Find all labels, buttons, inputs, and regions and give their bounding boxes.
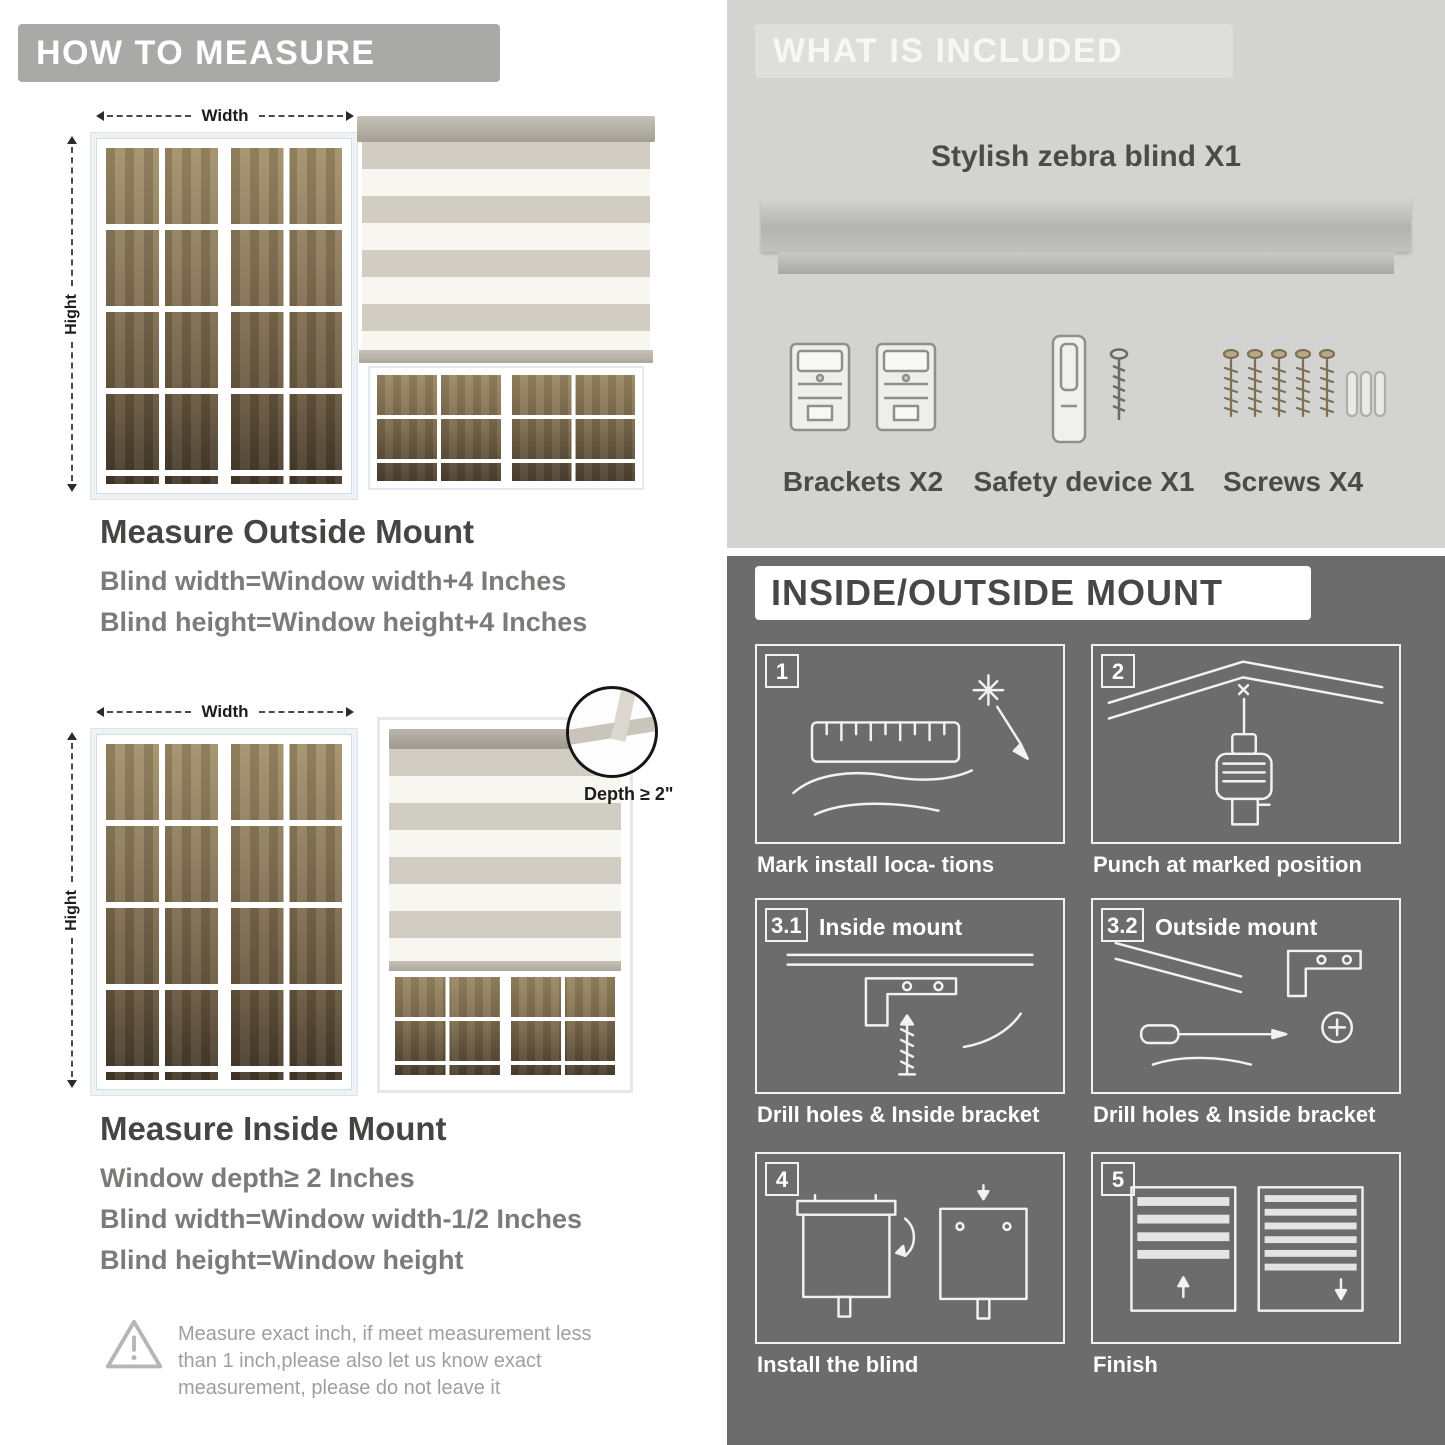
measure-warning-text: Measure exact inch, if meet measurement … xyxy=(178,1323,592,1399)
window-sash xyxy=(509,373,637,483)
arrow-down-icon xyxy=(67,484,77,492)
drill-icon xyxy=(1107,660,1384,826)
step-caption: Drill holes & Inside bracket xyxy=(757,1102,1040,1127)
product-label: Stylish zebra blind X1 xyxy=(930,140,1242,173)
arrow-left-icon xyxy=(96,111,104,121)
inside-mount-formula-width: Blind width=Window width-1/2 Inches xyxy=(100,1204,583,1234)
height-label: Hight xyxy=(63,293,80,335)
height-label: Hight xyxy=(63,889,80,931)
step-caption: Drill holes & Inside bracket xyxy=(1093,1102,1376,1127)
window-sash xyxy=(375,373,503,483)
height-measure-arrow: Hight xyxy=(62,136,82,492)
step-panel-3-2: 3.2 Outside mount xyxy=(1091,898,1401,1094)
what-is-included-header: WHAT IS INCLUDED xyxy=(755,24,1233,78)
screws-icon xyxy=(1219,338,1387,450)
inside-mount-depth-rule: Window depth≥ 2 Inches xyxy=(100,1163,415,1193)
brackets-label: Brackets X2 xyxy=(782,466,944,497)
blind-bottom-rail xyxy=(359,350,653,363)
step-panel-2: 2 xyxy=(1091,644,1401,844)
step-title: Outside mount xyxy=(1155,914,1318,940)
step-panel-5: 5 xyxy=(1091,1152,1401,1344)
width-measure-arrow: Width xyxy=(96,702,354,722)
window-sash xyxy=(104,146,220,486)
window-behind-blind xyxy=(368,366,644,490)
what-is-included-section: WHAT IS INCLUDED Stylish zebra blind X1 xyxy=(727,0,1445,548)
arrow-right-icon xyxy=(346,707,354,717)
step-title: Inside mount xyxy=(819,914,963,940)
window-sash xyxy=(228,146,344,486)
mark-location-icon xyxy=(792,674,1029,816)
window-sash xyxy=(228,742,344,1082)
arrow-up-icon xyxy=(67,732,77,740)
install-blind-icon xyxy=(796,1184,1028,1320)
step-caption: Punch at marked position xyxy=(1093,852,1362,877)
blind-fabric-stripes xyxy=(389,749,621,961)
window-sash xyxy=(393,975,502,1077)
step-panel-3-1: 3.1 Inside mount xyxy=(755,898,1065,1094)
inside-bracket-icon xyxy=(786,953,1034,1076)
arrow-up-icon xyxy=(67,136,77,144)
safety-device-label: Safety device X1 xyxy=(973,466,1195,497)
window-diagram-inside: Width Hight xyxy=(60,698,360,1096)
width-measure-arrow: Width xyxy=(96,106,354,126)
inside-outside-mount-section: INSIDE/OUTSIDE MOUNT 1 Mark install loca… xyxy=(727,556,1445,1445)
how-to-measure-header: HOW TO MEASURE xyxy=(18,24,500,82)
step-number: 2 xyxy=(1101,654,1135,688)
inside-mount-formula-height: Blind height=Window height xyxy=(100,1245,464,1275)
window-sash xyxy=(104,742,220,1082)
depth-detail-callout xyxy=(566,686,658,778)
outside-mount-formula-width: Blind width=Window width+4 Inches xyxy=(100,566,567,596)
finished-blind-icon xyxy=(1130,1186,1364,1312)
step-number: 5 xyxy=(1101,1162,1135,1196)
step-caption: Finish xyxy=(1093,1352,1158,1377)
safety-device-icon xyxy=(1027,330,1155,452)
step-caption: Mark install loca- tions xyxy=(757,852,995,877)
blind-cassette xyxy=(389,729,621,749)
blind-bottom-rail xyxy=(389,961,621,971)
outside-mount-title: Measure Outside Mount xyxy=(100,513,475,550)
arrow-left-icon xyxy=(96,707,104,717)
depth-label: Depth ≥ 2" xyxy=(584,784,674,804)
brackets-icon xyxy=(785,336,941,452)
arrow-right-icon xyxy=(346,111,354,121)
zebra-blind-diagram-inside xyxy=(377,717,633,1093)
mount-section-header: INSIDE/OUTSIDE MOUNT xyxy=(755,566,1311,620)
step-panel-1: 1 xyxy=(755,644,1065,844)
step-number: 3.1 xyxy=(765,908,808,942)
step-number: 1 xyxy=(765,654,799,688)
step-caption: Install the blind xyxy=(757,1352,919,1377)
outside-mount-formula-height: Blind height=Window height+4 Inches xyxy=(100,607,588,637)
window-graphic xyxy=(90,132,358,500)
blind-cassette xyxy=(357,116,655,142)
arrow-down-icon xyxy=(67,1080,77,1088)
height-measure-arrow: Hight xyxy=(62,732,82,1088)
how-to-measure-section: HOW TO MEASURE Width Hight Measure O xyxy=(0,0,718,1445)
screws-label: Screws X4 xyxy=(1222,466,1364,497)
zebra-blind-headrail xyxy=(761,198,1411,274)
step-number: 4 xyxy=(765,1162,799,1196)
width-label: Width xyxy=(201,702,249,721)
blind-fabric-stripes xyxy=(362,142,650,350)
window-sash xyxy=(508,975,617,1077)
step-number: 3.2 xyxy=(1101,908,1144,942)
step-panel-4: 4 xyxy=(755,1152,1065,1344)
window-graphic xyxy=(90,728,358,1096)
warning-triangle-icon xyxy=(103,1316,165,1374)
window-diagram-outside: Width Hight xyxy=(60,102,360,500)
outside-bracket-icon xyxy=(1114,941,1362,1066)
inside-mount-title: Measure Inside Mount xyxy=(100,1110,447,1147)
width-label: Width xyxy=(201,106,249,125)
window-behind-blind xyxy=(389,971,621,1081)
zebra-blind-diagram-outside xyxy=(357,116,655,490)
